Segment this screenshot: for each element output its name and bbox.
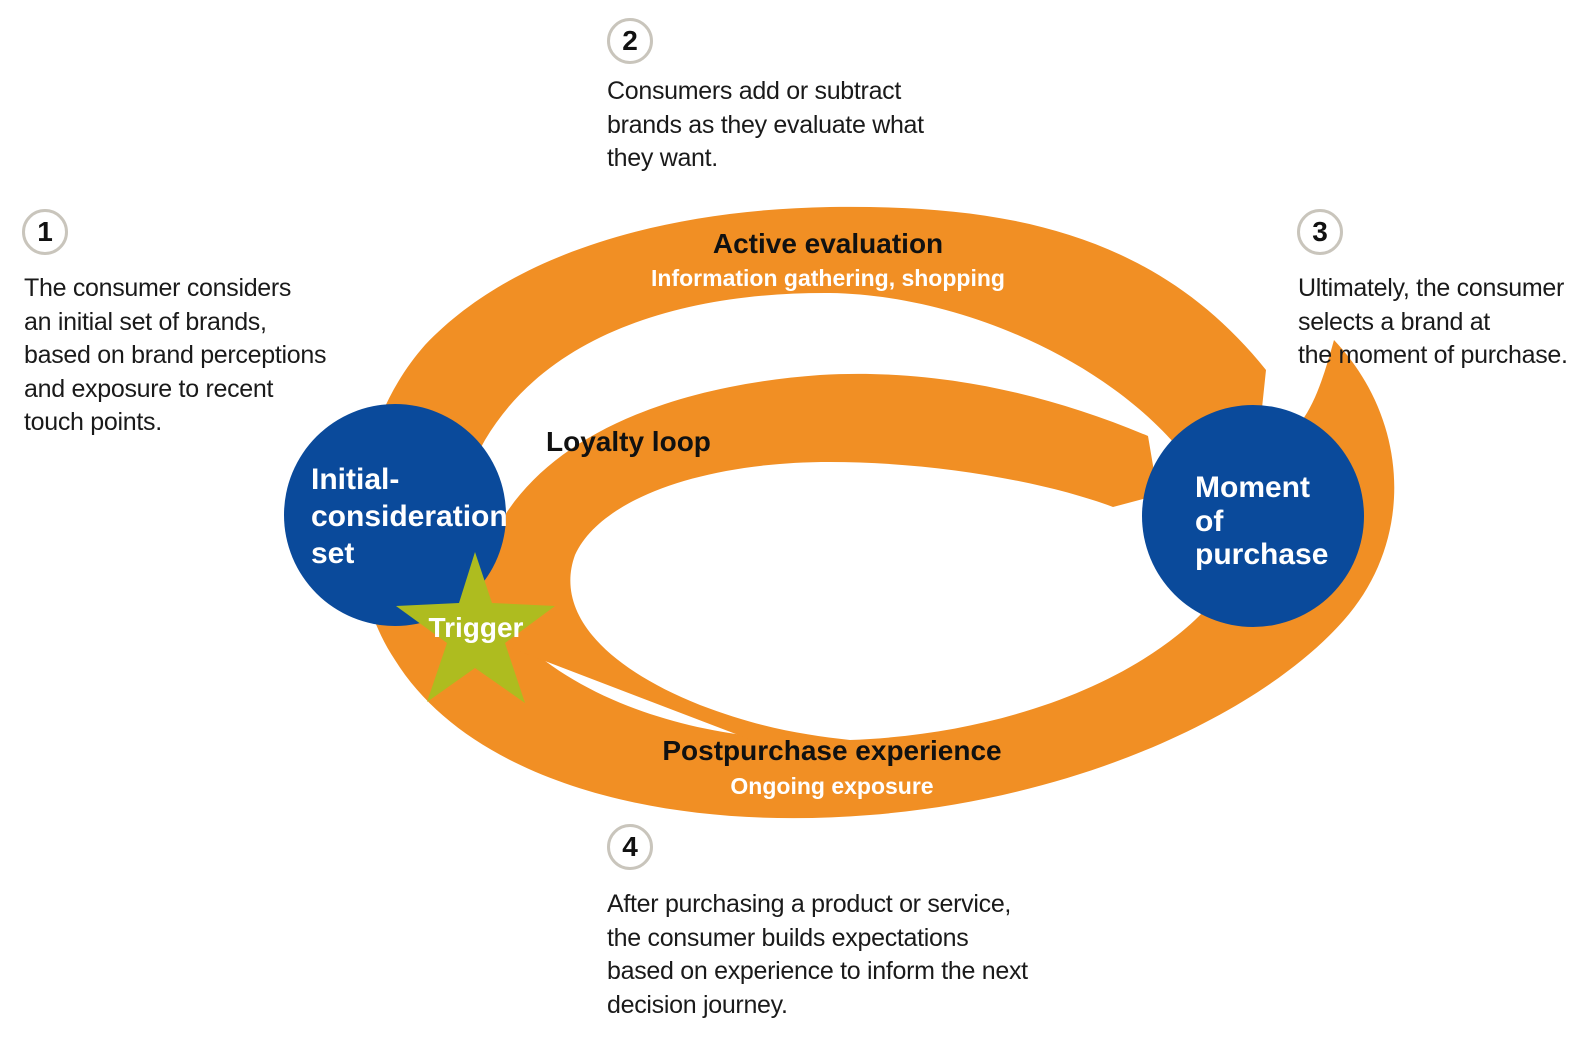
loyalty-loop-band [480, 373, 1158, 770]
step-1-line: The consumer considers [24, 274, 292, 302]
step-2-line: they want. [607, 144, 718, 172]
step-4-badge: 4 [607, 824, 653, 870]
step-2-badge: 2 [607, 18, 653, 64]
active-evaluation-subtitle: Information gathering, shopping [651, 265, 1005, 291]
step-4-line: based on experience to inform the next [607, 957, 1028, 985]
active-evaluation-title: Active evaluation [713, 228, 943, 259]
step-3-description: Ultimately, the consumer selects a brand… [1298, 272, 1568, 373]
step-3-line: Ultimately, the consumer [1298, 274, 1565, 302]
step-2-description: Consumers add or subtract brands as they… [607, 75, 924, 176]
loyalty-loop-title: Loyalty loop [546, 426, 711, 457]
step-1-line: based on brand perceptions [24, 341, 327, 369]
step-1-line: touch points. [24, 408, 162, 436]
step-3-line: selects a brand at [1298, 307, 1490, 336]
postpurchase-title: Postpurchase experience [662, 735, 1001, 766]
step-1-description: The consumer considers an initial set of… [24, 272, 326, 440]
moment-of-purchase-node [1142, 405, 1364, 627]
postpurchase-subtitle: Ongoing exposure [730, 773, 933, 799]
step-1-line: an initial set of brands, [24, 307, 267, 336]
step-4-line: After purchasing a product or service, [607, 890, 1012, 918]
initial-consideration-node [284, 404, 506, 626]
step-2-line: Consumers add or subtract [607, 77, 902, 105]
step-4-line: the consumer builds expectations [607, 923, 969, 952]
step-3-line: the moment of purchase. [1298, 341, 1568, 369]
step-1-line: and exposure to recent [24, 374, 274, 403]
initial-consideration-label: Initial- consideration set [311, 463, 516, 570]
moment-of-purchase-label: Moment of purchase [1195, 471, 1328, 571]
trigger-label: Trigger [429, 612, 524, 643]
step-2-line: brands as they evaluate what [607, 110, 924, 139]
step-1-badge: 1 [22, 209, 68, 255]
step-4-line: decision journey. [607, 990, 788, 1019]
trigger-star-icon [396, 552, 555, 703]
step-3-badge: 3 [1297, 209, 1343, 255]
step-4-description: After purchasing a product or service, t… [607, 888, 1028, 1022]
outer-loop-band [357, 206, 1395, 819]
